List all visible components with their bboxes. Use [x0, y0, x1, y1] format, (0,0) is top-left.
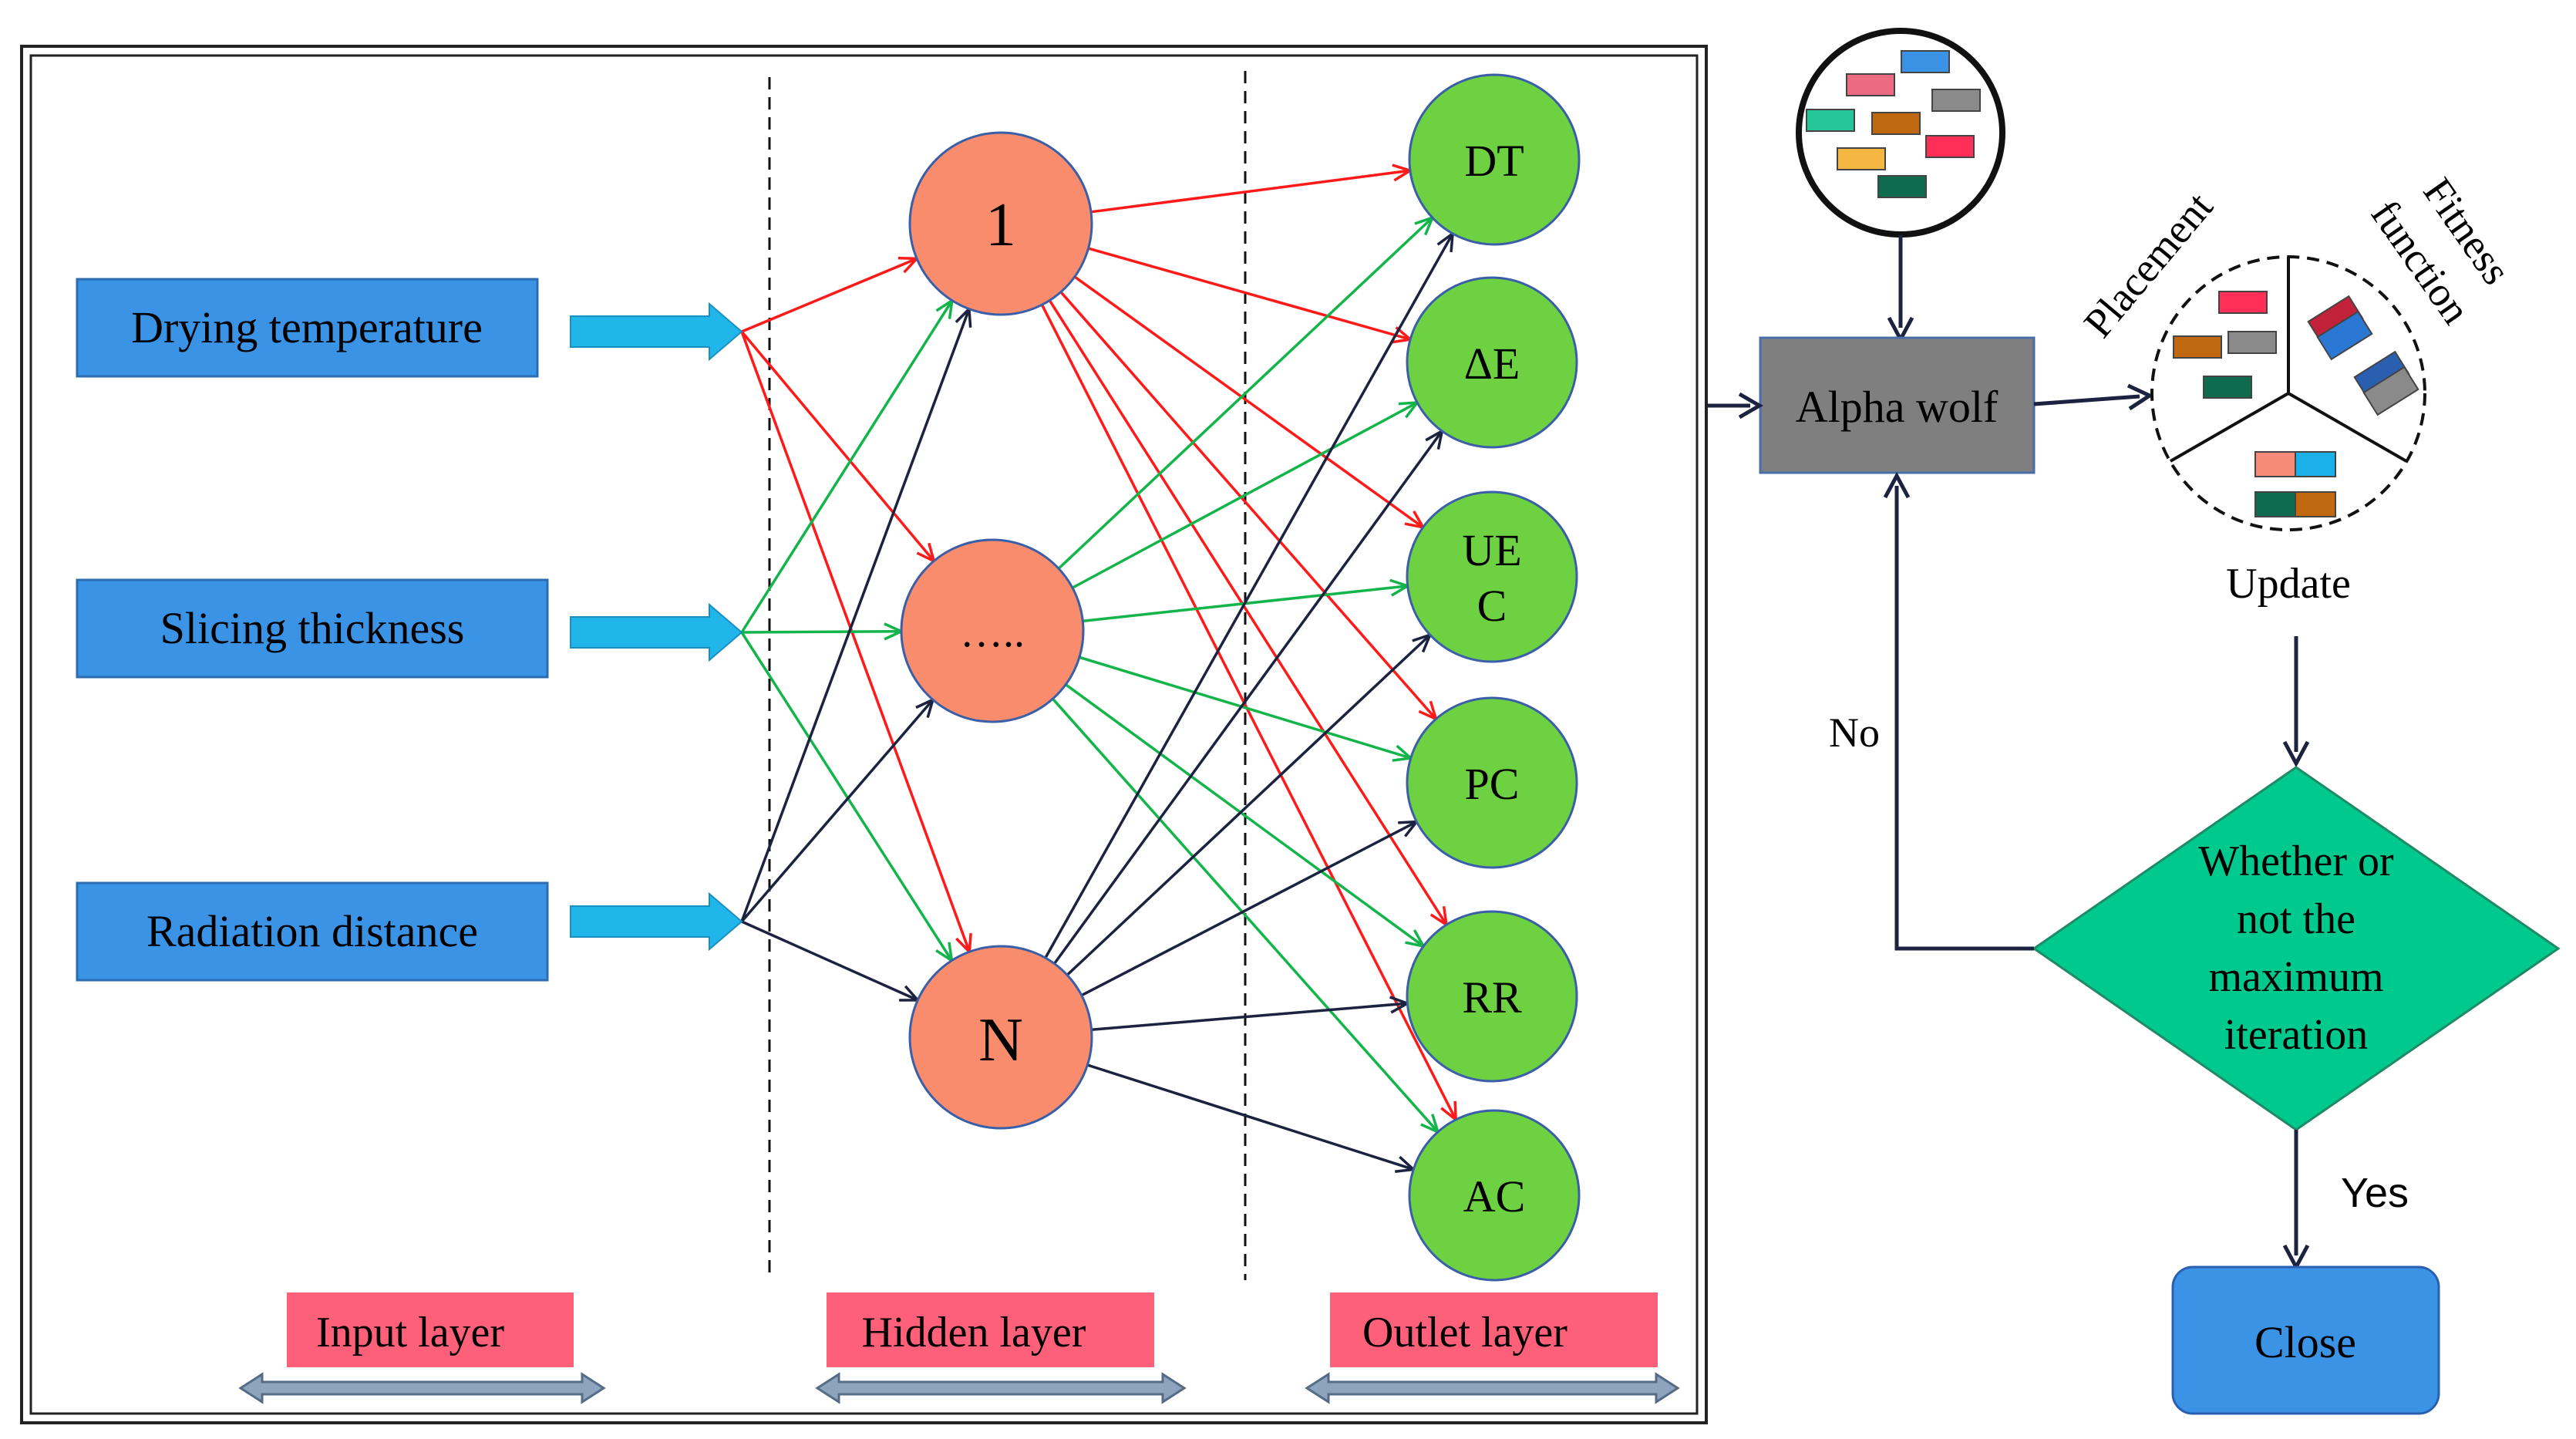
output-node-dt: DT [1408, 73, 1581, 246]
network-edge [740, 699, 934, 923]
network-edge [1090, 169, 1411, 214]
svg-text:Close: Close [2254, 1317, 2356, 1367]
update-label: Update [2226, 560, 2351, 608]
flow-arrow [2033, 394, 2140, 406]
network-edge [740, 308, 971, 922]
arrowhead-icon [1883, 471, 1911, 499]
hidden-node-label: ….. [960, 608, 1025, 656]
output-node-rr: RR [1406, 910, 1578, 1083]
yes-label: Yes [2341, 1170, 2409, 1216]
gwo-cycle-diagram [2150, 255, 2426, 531]
network-edge [741, 257, 918, 333]
network-edge [1066, 633, 1431, 976]
output-node-ac: AC [1408, 1109, 1581, 1282]
arrowhead-icon [1738, 392, 1764, 420]
network-edge [741, 920, 918, 1002]
output-node-label-line2: C [1477, 581, 1507, 631]
network-edge [1072, 401, 1418, 589]
arrowhead-icon [2282, 740, 2310, 768]
input-node-slicing-thickness: Slicing thickness [76, 578, 549, 679]
network-edge [740, 330, 935, 562]
placement-label: Placement [2075, 184, 2222, 346]
input-layer-label: Input layer [287, 1292, 574, 1367]
network-edge [1080, 821, 1418, 997]
layer-span-arrow-icon [1305, 1372, 1680, 1404]
network-edge [1073, 275, 1424, 529]
output-node-uec: UE C [1406, 490, 1578, 663]
hidden-node-1: 1 [908, 131, 1093, 316]
output-node-label: RR [1462, 972, 1522, 1023]
network-edge [740, 632, 953, 962]
network-panel-frame [20, 45, 1708, 1424]
svg-text:Hidden layer: Hidden layer [862, 1309, 1086, 1356]
decision-line-3: maximum [2208, 953, 2383, 1001]
output-node-delta-e: ΔE [1406, 276, 1578, 449]
network-edge [740, 299, 954, 633]
svg-text:Input layer: Input layer [316, 1309, 504, 1356]
output-node-pc: PC [1406, 696, 1578, 869]
output-node-label: AC [1463, 1171, 1526, 1222]
alpha-wolf-box: Alpha wolf [1759, 336, 2036, 474]
input-label: Drying temperature [131, 302, 483, 352]
output-node-label: ΔE [1464, 339, 1520, 389]
network-edge [1044, 233, 1454, 959]
input-node-radiation-distance: Radiation distance [76, 881, 549, 982]
input-arrow-icon [570, 602, 743, 662]
input-arrow-icon [570, 302, 743, 362]
edge-arrowhead-icon [935, 942, 954, 964]
hidden-layer-label: Hidden layer [827, 1292, 1154, 1367]
network-edge [1052, 698, 1440, 1133]
hidden-node-n: N [908, 945, 1093, 1130]
arrowhead-icon [2126, 383, 2154, 411]
output-node-label-line1: UE [1462, 525, 1521, 575]
network-edge [1088, 247, 1411, 341]
decision-line-1: Whether or [2198, 837, 2394, 885]
network-edge [1059, 291, 1437, 720]
hidden-node-label: 1 [985, 191, 1016, 259]
network-edge [1048, 299, 1448, 926]
hidden-node-label: N [978, 1006, 1023, 1074]
edge-arrowhead-icon [935, 298, 955, 319]
svg-text:Outlet layer: Outlet layer [1362, 1309, 1567, 1356]
max-iteration-decision: Whether or not the maximum iteration [2032, 766, 2561, 1131]
layer-span-arrow-icon [238, 1372, 606, 1404]
no-label: No [1829, 709, 1880, 756]
network-edge [1086, 1063, 1414, 1171]
network-edge [1091, 1002, 1408, 1031]
input-label: Radiation distance [146, 906, 478, 956]
network-edge [1053, 430, 1443, 965]
network-edge [740, 331, 971, 952]
network-edge [1040, 304, 1457, 1121]
decision-line-2: not the [2237, 895, 2355, 943]
network-edge [1057, 217, 1433, 570]
output-node-label: DT [1464, 136, 1524, 186]
input-label: Slicing thickness [160, 603, 465, 653]
edge-arrowhead-icon [1429, 905, 1449, 928]
wolf-population-icon [1796, 28, 2005, 238]
network-connections [740, 163, 1458, 1173]
hidden-node-ellipsis: ….. [900, 538, 1085, 723]
network-edge [1065, 683, 1425, 948]
outlet-layer-label: Outlet layer [1330, 1292, 1658, 1367]
svg-text:Alpha wolf: Alpha wolf [1796, 382, 1999, 432]
output-node-label: PC [1465, 759, 1520, 809]
input-node-drying-temperature: Drying temperature [76, 278, 539, 378]
layer-span-arrow-icon [815, 1372, 1187, 1404]
input-arrow-icon [570, 891, 743, 952]
close-box: Close [2171, 1265, 2440, 1415]
network-edge [1079, 655, 1412, 760]
decision-line-4: iteration [2224, 1011, 2369, 1059]
no-loop-arrow [1894, 486, 2034, 951]
